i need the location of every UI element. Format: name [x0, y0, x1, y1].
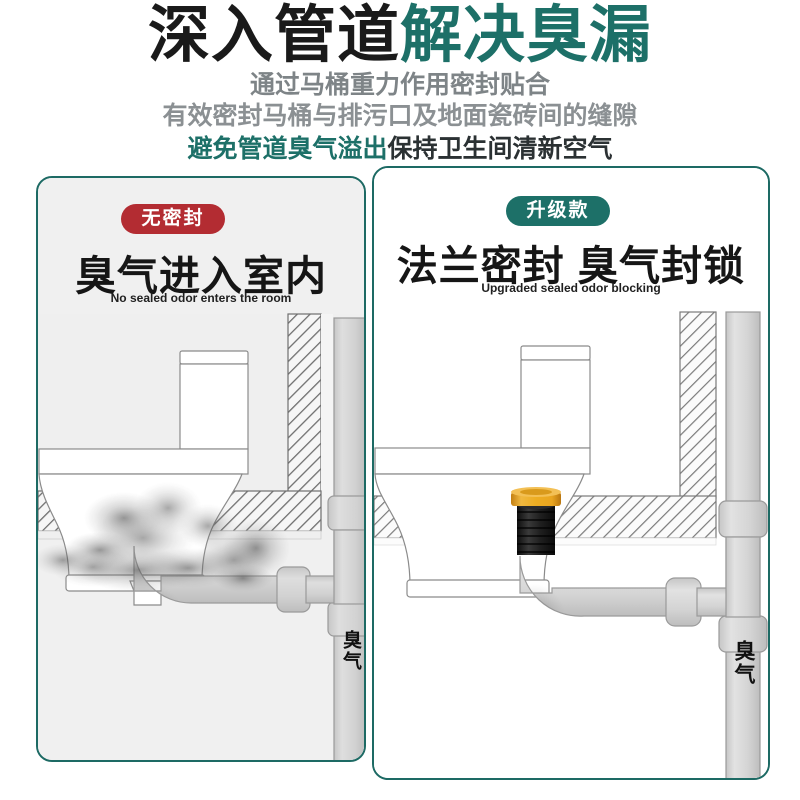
panel-sealed: 升级款 法兰密封 臭气封锁 Upgraded sealed odor block…: [372, 166, 770, 780]
subtitle-line-3: 避免管道臭气溢出保持卫生间清新空气: [0, 134, 800, 164]
panel-title-sealed: 法兰密封 臭气封锁: [396, 243, 746, 289]
flange-seal-gold-ring: [511, 487, 561, 506]
panel-unsealed: 无密封 臭气进入室内 No sealed odor enters the roo…: [36, 176, 366, 762]
subtitle-line-1: 通过马桶重力作用密封贴合: [249, 71, 550, 99]
page-header: 深入管道解决臭漏 通过马桶重力作用密封贴合 有效密封马桶与排污口及地面瓷砖间的缝…: [0, 0, 800, 168]
pipe-label-sealed: 臭气: [732, 640, 755, 686]
title-segment-teal: 解决臭漏: [400, 1, 653, 70]
panel-subtitle-unsealed: No sealed odor enters the room: [110, 291, 292, 305]
badge-unsealed: 无密封: [121, 204, 225, 234]
subtitle-line-3-teal: 避免管道臭气溢出: [187, 135, 388, 163]
panel-title-unsealed: 臭气进入室内: [75, 253, 327, 299]
flange-seal-bellows: [517, 501, 555, 555]
subtitle-line-3-dark: 保持卫生间清新空气: [387, 135, 613, 163]
pipe-label-unsealed: 臭气: [340, 630, 361, 672]
panel-subtitle-sealed: Upgraded sealed odor blocking: [481, 281, 661, 295]
title-segment-dark: 深入管道: [147, 1, 400, 70]
illustration-sealed: [374, 168, 768, 778]
page-title: 深入管道解决臭漏: [0, 4, 800, 68]
illustration-unsealed: [38, 178, 364, 760]
badge-sealed: 升级款: [506, 196, 610, 226]
subtitle-line-2: 有效密封马桶与排污口及地面瓷砖间的缝隙: [162, 102, 638, 130]
